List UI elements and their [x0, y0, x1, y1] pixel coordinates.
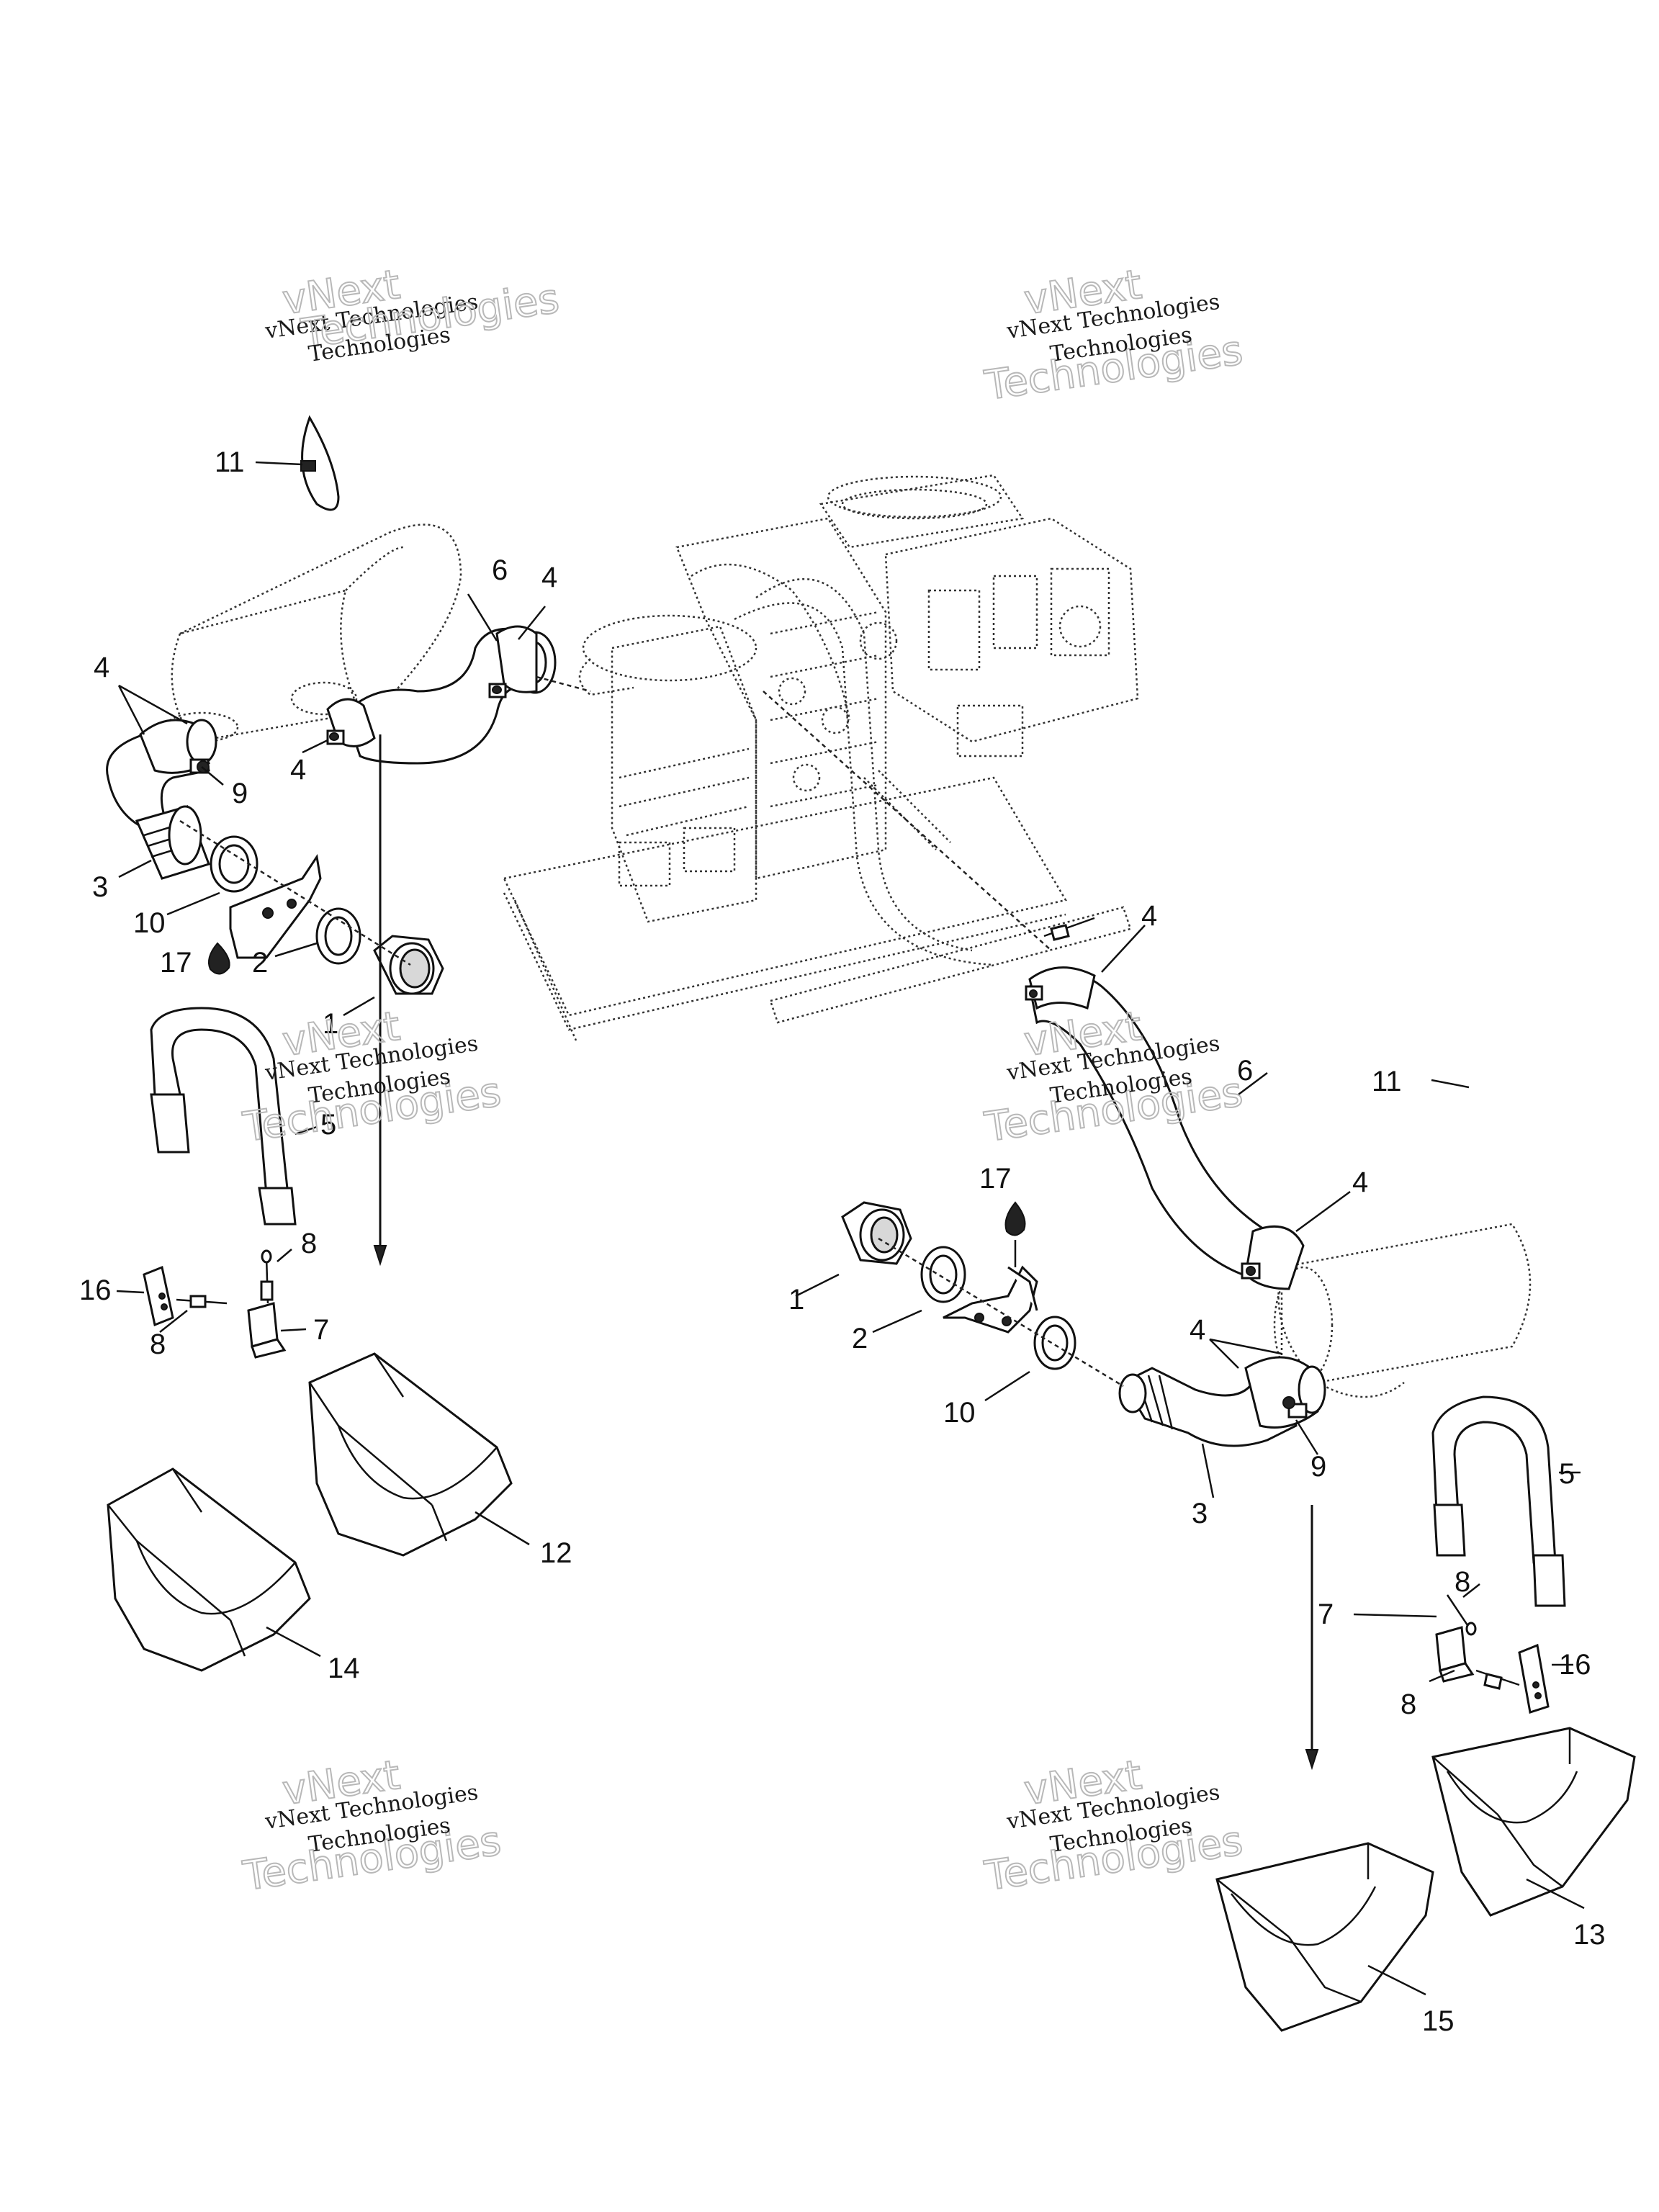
mounting-strap-right: [1431, 1395, 1566, 1607]
watermark-6: vNext vNext Technologies Technologies Te…: [981, 1751, 1246, 1901]
assembly-line-engine: [763, 691, 1052, 951]
hose-clamp-right-a: [1025, 966, 1096, 1010]
callout-9-right: 9: [1310, 1451, 1326, 1483]
callout-10-left: 10: [133, 907, 166, 939]
hex-nut-right: [841, 1201, 912, 1265]
mounting-strap-left: [150, 1007, 297, 1226]
rivet-8a-right: [1446, 1594, 1477, 1636]
insulation-block-13: [1431, 1727, 1636, 1917]
callout-14-left: 14: [328, 1653, 360, 1684]
callout-11-left: 11: [215, 446, 245, 478]
callout-4-right-c: 4: [1190, 1314, 1205, 1346]
assembly-line-left: [179, 819, 411, 966]
rivet-8b-right: [1475, 1669, 1520, 1690]
callout-7-left: 7: [313, 1314, 329, 1346]
callout-5-left: 5: [320, 1109, 336, 1141]
rivet-8b-left: [260, 1249, 274, 1304]
callout-8-right-b: 8: [1401, 1689, 1416, 1720]
callout-17-right: 17: [979, 1163, 1012, 1195]
callout-4-left-a: 4: [541, 562, 557, 593]
callout-7-right: 7: [1318, 1599, 1334, 1630]
callout-4-right-a: 4: [1141, 900, 1157, 932]
callout-6-left: 6: [492, 554, 508, 586]
direction-arrow-left: [373, 734, 387, 1267]
callout-15-right: 15: [1422, 2005, 1455, 2037]
callout-16-right: 16: [1559, 1649, 1591, 1681]
callouts-right: 4 11 6 17 4 1 2 4 10 3 9 5 8 7 16 8 13 1…: [788, 900, 1606, 2037]
callout-9-left: 9: [232, 778, 248, 809]
callouts-left: 11 6 4 9 4 4 3 10 17 2 1 5 8 16 8 7 12 1…: [79, 446, 572, 1684]
mounting-flange-left: [229, 854, 322, 959]
callout-17-left: 17: [160, 947, 192, 979]
hose-clamp-right-b: [1241, 1225, 1305, 1290]
callout-5-right: 5: [1559, 1458, 1575, 1490]
clip-16-left: [143, 1265, 174, 1327]
callout-3-right: 3: [1192, 1498, 1208, 1529]
bracket-7-right: [1435, 1626, 1475, 1683]
watermark-1: vNext vNext Technologies Technologies Te…: [263, 261, 562, 367]
hose-clamp-right-c: [1244, 1356, 1326, 1429]
callout-8-right-a: 8: [1455, 1566, 1470, 1598]
callout-2-right: 2: [852, 1323, 868, 1354]
gasket-2-right: [920, 1246, 966, 1303]
callout-4-right-b: 4: [1352, 1166, 1368, 1198]
leader-lines-left: [116, 461, 546, 1658]
callout-11-right: 11: [1372, 1066, 1402, 1097]
watermark-2: vNext vNext Technologies Technologies Te…: [981, 261, 1246, 410]
callout-4-left-b: 4: [94, 652, 109, 683]
rivet-8a-left: [176, 1295, 228, 1308]
insulation-block-14: [107, 1467, 311, 1672]
hose-clamp-left-c: [139, 719, 217, 774]
callout-8-left-a: 8: [301, 1228, 317, 1259]
callout-13-right: 13: [1573, 1919, 1606, 1951]
assembly-line-hose-left: [536, 675, 591, 693]
callout-6-right: 6: [1237, 1055, 1253, 1087]
hose-clamp-left-a: [326, 698, 376, 747]
insulation-block-15: [1215, 1842, 1434, 2032]
direction-arrow-right: [1305, 1505, 1319, 1771]
callout-8-left-b: 8: [150, 1328, 166, 1360]
callout-1-left: 1: [323, 1008, 338, 1040]
gasket-2-left: [315, 907, 361, 965]
callout-1-right: 1: [788, 1284, 804, 1316]
assembly-line-right: [878, 1237, 1124, 1388]
hex-nut-left: [373, 935, 444, 995]
cable-tie-left: [300, 415, 340, 511]
watermark-4: vNext vNext Technologies Technologies Te…: [981, 1002, 1246, 1152]
callout-16-left: 16: [79, 1274, 112, 1306]
mounting-flange-right: [943, 1265, 1038, 1334]
gasket-right: [1033, 1316, 1076, 1370]
leader-lines-right: [795, 925, 1585, 1996]
hose-clamp-left-b: [488, 625, 538, 698]
bracket-7-left: [247, 1302, 287, 1359]
clip-16-right: [1518, 1643, 1550, 1714]
callout-2-left: 2: [252, 947, 268, 979]
watermark-5: vNext vNext Technologies Technologies Te…: [239, 1751, 504, 1901]
gasket-left: [210, 835, 258, 893]
insulation-block-12: [308, 1352, 513, 1557]
engine-assembly-outline: [503, 474, 1139, 1041]
callout-4-left-c: 4: [290, 754, 306, 786]
watermark-3: vNext vNext Technologies Technologies Te…: [239, 1002, 504, 1152]
rivet-near-engine: [1043, 917, 1095, 941]
sealant-drop-right: [1004, 1201, 1026, 1267]
callout-10-right: 10: [943, 1397, 976, 1429]
sealant-drop-left: [208, 942, 230, 975]
callout-3-left: 3: [92, 871, 108, 903]
callout-12-left: 12: [540, 1537, 572, 1569]
